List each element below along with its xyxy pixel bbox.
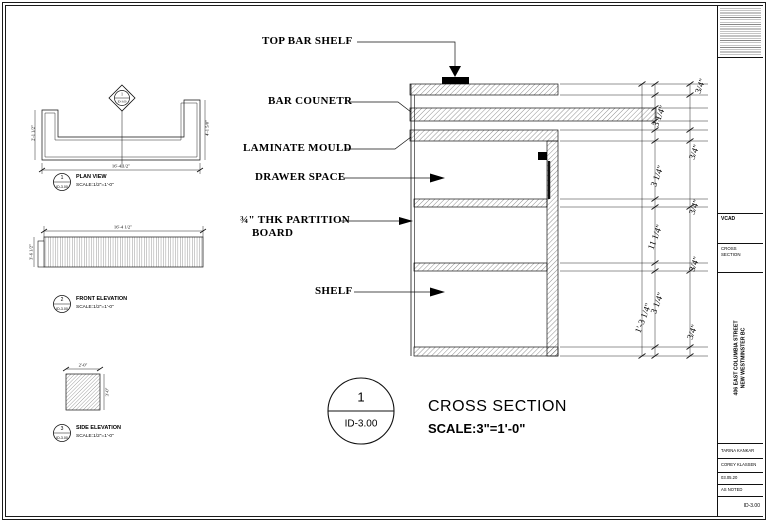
plan-dim-right: 4'-1 5/8": [204, 120, 210, 136]
callout-partition-line2: BOARD: [252, 227, 294, 239]
address-line-1: 406 EAST COLUMBIA STREET: [733, 320, 740, 396]
main-callout-number: 1: [357, 389, 365, 405]
callout-leaders: [340, 41, 461, 297]
plan-view-drawing: [34, 84, 206, 174]
front-elevation-drawing: [33, 226, 207, 268]
address-line-2: NEW WESTMINSTER BC: [740, 327, 746, 389]
plan-view-title: PLAN VIEW: [76, 174, 107, 180]
callout-top-bar-shelf: TOP BAR SHELF: [262, 35, 353, 47]
main-view-scale: SCALE:3"=1'-0": [428, 421, 526, 436]
callout-drawer-space: DRAWER SPACE: [255, 171, 346, 183]
view-callout-circles: [53, 173, 395, 445]
titleblock-divider: [718, 496, 763, 497]
titleblock-scale: AS NOTED: [721, 487, 743, 492]
titleblock-divider: [718, 213, 763, 214]
front-callout-sheet: ID-3.00: [56, 306, 68, 311]
side-dim-right: 3'-0": [104, 387, 110, 397]
title-block: VCAD CROSS SECTION 406 EAST COLUMBIA STR…: [717, 6, 763, 516]
front-view-scale: SCALE:1/2"=1'-0": [76, 305, 114, 310]
titleblock-divider: [718, 443, 763, 444]
plan-callout-sheet: ID-3.00: [56, 184, 68, 189]
plan-view-scale: SCALE:1/2"=1'-0": [76, 183, 114, 188]
titleblock-date: 03.05.20: [721, 475, 738, 480]
titleblock-divider: [718, 57, 763, 58]
titleblock-divider: [718, 272, 763, 273]
side-callout-number: 3: [60, 426, 64, 432]
side-view-scale: SCALE:1/2"=1'-0": [76, 434, 114, 439]
callout-shelf: SHELF: [315, 285, 353, 297]
callout-laminate-mould: LAMINATE MOULD: [243, 142, 352, 154]
cross-section-drawing: [409, 77, 657, 357]
titleblock-divider: [718, 484, 763, 485]
titleblock-divider: [718, 472, 763, 473]
side-elevation-drawing: [62, 366, 105, 411]
plan-marker-number: 1: [121, 91, 123, 97]
plan-dim-left: 2'-1 1/2": [30, 125, 36, 141]
arrow-right-icon: [399, 217, 413, 225]
dimension-lines: [560, 83, 708, 357]
titleblock-sheet-number: ID-3.00: [743, 503, 760, 509]
front-dim-top: 16'-4 1/2": [113, 224, 133, 230]
titleblock-org: VCAD: [721, 216, 736, 222]
arrow-right-icon: [430, 287, 445, 297]
titleblock-sheet-title-1: CROSS: [721, 246, 737, 251]
plan-marker-sheet: ID-3.00: [117, 100, 127, 104]
arrow-down-icon: [449, 66, 461, 77]
side-callout-sheet: ID-3.00: [56, 435, 68, 440]
main-callout-sheet: ID-3.00: [344, 418, 378, 430]
arrow-right-icon: [430, 173, 445, 183]
main-view-title: CROSS SECTION: [428, 398, 567, 415]
general-notes-block: [720, 8, 761, 55]
titleblock-divider: [718, 458, 763, 459]
callout-partition-line1: ¾" THK PARTITION: [240, 214, 351, 226]
plan-callout-number: 1: [60, 175, 64, 181]
callout-bar-counter: BAR COUNETR: [268, 95, 353, 107]
plan-dim-bottom: 16'-4 1/2": [111, 163, 131, 169]
front-dim-left: 3'-6 1/2": [28, 244, 34, 260]
titleblock-project-address: 406 EAST COLUMBIA STREET NEW WESTMINSTER…: [733, 278, 747, 438]
front-callout-number: 2: [60, 297, 64, 303]
front-view-title: FRONT ELEVATION: [76, 296, 128, 302]
side-view-title: SIDE ELEVATION: [76, 425, 122, 431]
side-dim-top: 2'-0": [78, 362, 88, 368]
dimension-ticks: [638, 81, 694, 359]
titleblock-divider: [718, 243, 763, 244]
titleblock-checked-by: COREY KLASSEN: [721, 462, 757, 467]
titleblock-sheet-title-2: SECTION: [721, 252, 741, 257]
titleblock-drawn-by: TARINA KANKAR: [721, 448, 755, 453]
